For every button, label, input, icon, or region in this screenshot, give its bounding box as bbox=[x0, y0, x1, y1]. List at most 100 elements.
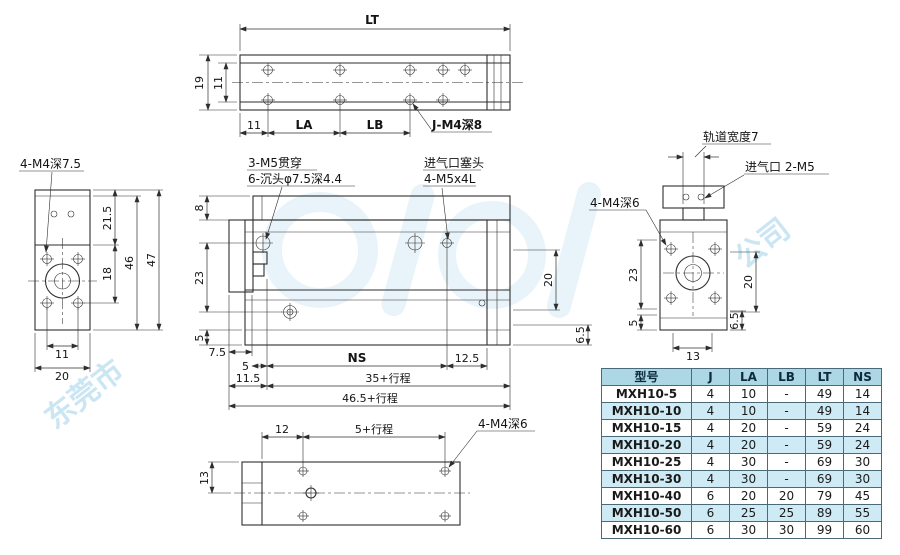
value-cell: 14 bbox=[843, 385, 882, 403]
value-cell: 69 bbox=[805, 453, 844, 471]
dim-11-height: 11 bbox=[212, 76, 225, 90]
front-view-holes bbox=[253, 233, 486, 321]
value-cell: 6 bbox=[691, 504, 730, 522]
dim-21-5: 21.5 bbox=[101, 206, 114, 231]
value-cell: 30 bbox=[729, 521, 768, 539]
value-cell: 25 bbox=[729, 504, 768, 522]
dim-5-stroke: 5+行程 bbox=[355, 423, 393, 436]
value-cell: 20 bbox=[729, 436, 768, 454]
value-cell: - bbox=[767, 436, 806, 454]
value-cell: 24 bbox=[843, 419, 882, 437]
dim-13-rv: 13 bbox=[686, 350, 700, 363]
dim-12-5: 12.5 bbox=[455, 352, 480, 365]
value-cell: 4 bbox=[691, 436, 730, 454]
value-cell: 20 bbox=[767, 487, 806, 505]
callout-m5: 3-M5贯穿 bbox=[248, 155, 302, 170]
left-view-holes bbox=[40, 252, 85, 310]
value-cell: - bbox=[767, 419, 806, 437]
dim-20-fv: 20 bbox=[542, 273, 555, 287]
value-cell: - bbox=[767, 385, 806, 403]
bottom-view: 12 5+行程 4-M4深6 13 bbox=[198, 417, 535, 526]
dim-5-bottom: 5 bbox=[242, 360, 249, 373]
value-cell: 4 bbox=[691, 453, 730, 471]
value-cell: 24 bbox=[843, 436, 882, 454]
callout-port: 进气口 2-M5 bbox=[745, 159, 815, 174]
dim-46-5-stroke: 46.5+行程 bbox=[342, 392, 398, 405]
dim-11-lv: 11 bbox=[55, 348, 69, 361]
callout-cbore: 6-沉头φ7.5深4.4 bbox=[248, 172, 342, 186]
top-view-holes bbox=[261, 63, 472, 107]
value-cell: 45 bbox=[843, 487, 882, 505]
dim-lt: LT bbox=[365, 13, 380, 27]
model-cell: MXH10-30 bbox=[601, 470, 692, 488]
dim-20-lv: 20 bbox=[55, 370, 69, 383]
left-view: 4-M4深7.5 21.5 18 46 47 11 20 bbox=[19, 157, 163, 383]
dim-35-stroke: 35+行程 bbox=[365, 372, 410, 385]
dim-47: 47 bbox=[145, 253, 158, 267]
dim-8: 8 bbox=[193, 205, 206, 212]
value-cell: 20 bbox=[729, 487, 768, 505]
value-cell: 99 bbox=[805, 521, 844, 539]
value-cell: 10 bbox=[729, 402, 768, 420]
callout-plug-spec: 4-M5x4L bbox=[424, 172, 476, 186]
model-cell: MXH10-5 bbox=[601, 385, 692, 403]
watermark-text-left: 东莞市 bbox=[38, 353, 130, 436]
value-cell: 4 bbox=[691, 419, 730, 437]
model-cell: MXH10-60 bbox=[601, 521, 692, 539]
value-cell: - bbox=[767, 470, 806, 488]
front-view: 3-M5贯穿 6-沉头φ7.5深4.4 进气口塞头 4-M5x4L 8 23 5… bbox=[193, 155, 592, 410]
value-cell: 30 bbox=[729, 470, 768, 488]
model-cell: MXH10-15 bbox=[601, 419, 692, 437]
dim-23-rv: 23 bbox=[627, 268, 640, 282]
dim-20-rv: 20 bbox=[742, 275, 755, 289]
value-cell: 30 bbox=[729, 453, 768, 471]
callout-m4-bottom: 4-M4深6 bbox=[478, 417, 528, 431]
value-cell: 20 bbox=[729, 419, 768, 437]
value-cell: 10 bbox=[729, 385, 768, 403]
dim-11-width: 11 bbox=[247, 119, 261, 132]
dim-23-fv: 23 bbox=[193, 271, 206, 285]
model-cell: MXH10-25 bbox=[601, 453, 692, 471]
dim-6-5-fv: 6.5 bbox=[574, 326, 587, 344]
bottom-view-holes bbox=[297, 465, 451, 522]
value-cell: 79 bbox=[805, 487, 844, 505]
value-cell: 6 bbox=[691, 487, 730, 505]
value-cell: 60 bbox=[843, 521, 882, 539]
top-view: LT 19 11 11 LA LB J-M4深8 bbox=[193, 13, 524, 137]
right-view: 轨道宽度7 进气口 2-M5 4-M4深6 23 5 13 20 6.5 bbox=[589, 129, 829, 363]
value-cell: 55 bbox=[843, 504, 882, 522]
value-cell: 49 bbox=[805, 402, 844, 420]
watermark-text-right: 公司 bbox=[728, 212, 797, 277]
dim-12: 12 bbox=[275, 423, 289, 436]
watermark-logo-shape bbox=[262, 192, 378, 308]
header-cell: LB bbox=[767, 368, 806, 386]
dim-11-5: 11.5 bbox=[236, 372, 261, 385]
dim-6-5-rv: 6.5 bbox=[728, 312, 741, 330]
value-cell: 30 bbox=[767, 521, 806, 539]
value-cell: - bbox=[767, 402, 806, 420]
dim-la: LA bbox=[296, 118, 314, 132]
callout-m4-left: 4-M4深7.5 bbox=[20, 157, 81, 171]
header-cell: LA bbox=[729, 368, 768, 386]
value-cell: 6 bbox=[691, 521, 730, 539]
dim-7-5: 7.5 bbox=[209, 346, 227, 359]
dim-13-bv: 13 bbox=[198, 471, 211, 485]
header-cell: J bbox=[691, 368, 730, 386]
dim-5-rv: 5 bbox=[627, 320, 640, 327]
right-view-holes bbox=[664, 242, 722, 305]
dim-46: 46 bbox=[123, 256, 136, 270]
value-cell: 59 bbox=[805, 436, 844, 454]
header-cell-model: 型号 bbox=[601, 368, 692, 386]
value-cell: 30 bbox=[843, 453, 882, 471]
